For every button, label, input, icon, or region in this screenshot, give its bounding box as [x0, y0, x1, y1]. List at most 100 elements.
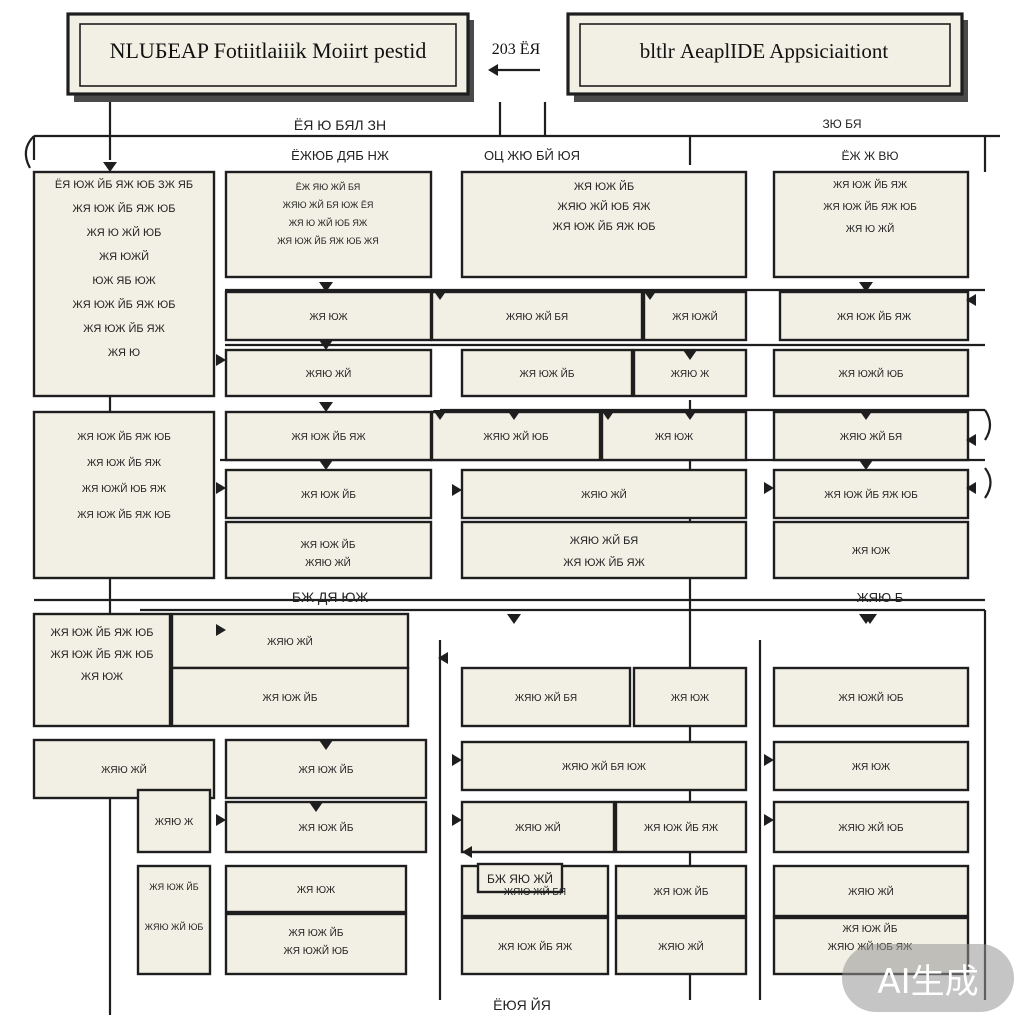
cell-29: [614, 800, 748, 854]
cell-18: [170, 666, 410, 728]
block-B1-line: ЖЯ ЮЖЙ ЮБ ЯЖ: [82, 482, 167, 495]
section-label-col4-top: ЗЮ БЯ: [822, 117, 861, 131]
block-B1-line: ЖЯ ЮЖ ЙБ ЯЖ ЮБ: [77, 508, 171, 521]
cell-4: [778, 290, 970, 342]
cell-13-label: ЖЯ ЮЖ ЙБ: [301, 488, 356, 501]
cell-10-label: ЖЯЮ ЖЙ ЮБ: [483, 430, 549, 443]
cell-18-label: ЖЯ ЮЖ ЙБ: [263, 691, 318, 704]
cell-35: [460, 916, 610, 976]
block-A4-line: ЖЯ Ю ЖЙ: [846, 222, 895, 235]
cell-23-label: ЖЯ ЮЖ ЙБ: [299, 763, 354, 776]
cell-14-label: ЖЯЮ ЖЙ: [581, 488, 627, 501]
cell-13: [224, 468, 433, 520]
block-A1-line: ЖЯ ЮЖ ЙБ ЯЖ ЮБ: [73, 298, 176, 311]
arrow-down-icon: [319, 740, 333, 750]
section-label-mid-right: ЖЯЮ Б: [857, 590, 904, 605]
arrow-down-icon: [433, 290, 447, 300]
cell-30: [772, 800, 970, 854]
block-A4-line: ЖЯ ЮЖ ЙБ ЯЖ: [833, 178, 908, 191]
cell-28-label: ЖЯЮ ЖЙ: [515, 821, 561, 834]
block-A2-line: ЁЖ ЯЮ ЖЙ БЯ: [296, 181, 361, 192]
block-A1-line: ЮЖ ЯБ ЮЖ: [92, 275, 155, 287]
block-A1-line: ЖЯ ЮЖЙ: [99, 250, 149, 263]
cell-21: [772, 666, 970, 728]
cell-15-label: ЖЯ ЮЖ ЙБ ЯЖ ЮБ: [824, 488, 918, 501]
arrow-down-icon: [103, 162, 117, 172]
cell-15: [772, 468, 970, 520]
section-label-col4-sub: ЁЖ Ж ВЮ: [842, 149, 899, 163]
block-C3-line: ЖЯ ЮЖЙ ЮБ: [284, 944, 349, 957]
arrow-down-icon: [601, 410, 615, 420]
arrow-down-icon: [643, 290, 657, 300]
block-A1-line: ЖЯ Ю: [108, 347, 140, 359]
cell-2: [430, 290, 644, 342]
cell-8: [772, 348, 970, 398]
block-B1-line: ЖЯ ЮЖ ЙБ ЯЖ ЮБ: [77, 430, 171, 443]
arrow-down-icon: [507, 410, 521, 420]
corner-hook: [24, 135, 35, 169]
cell-5-label: ЖЯЮ ЖЙ: [306, 367, 352, 380]
cell-20: [632, 666, 748, 728]
callout-box: [476, 862, 564, 894]
cell-33: [614, 864, 748, 918]
header-right-inner-frame: [579, 23, 951, 87]
arrow-left-icon: [438, 652, 448, 664]
arrow-down-icon: [507, 614, 521, 624]
arrow-right-icon: [216, 482, 226, 494]
cell-12-label: ЖЯЮ ЖЙ БЯ: [840, 430, 902, 443]
arrow-right-icon: [452, 814, 462, 826]
cell-19-label: ЖЯЮ ЖЙ БЯ: [515, 691, 577, 704]
arrow-down-icon: [863, 614, 877, 624]
block-B3-line: ЖЯ ЮЖ ЙБ ЯЖ: [563, 556, 645, 569]
cell-9-label: ЖЯ ЮЖ ЙБ ЯЖ: [291, 430, 366, 443]
cell-36: [614, 916, 748, 976]
block-A2-line: ЖЯ ЮЖ ЙБ ЯЖ ЮБ ЖЯ: [277, 235, 379, 246]
cell-16-label: ЖЯ ЮЖ: [852, 546, 891, 557]
arrow-down-icon: [859, 282, 873, 292]
cell-3-label: ЖЯ ЮЖЙ: [672, 310, 718, 323]
corner-hook: [984, 467, 992, 499]
block-A1-line: ЖЯ ЮЖ ЙБ ЯЖ: [83, 322, 165, 335]
connector-arrows: [103, 64, 976, 858]
header-left-box: [66, 12, 470, 96]
block-C2-line: ЖЯ ЮЖ ЙБ: [149, 881, 198, 892]
cell-1-label: ЖЯ ЮЖ: [309, 312, 348, 323]
section-label-mid-left: БЖ ДЯ ЮЖ: [292, 589, 368, 605]
cell-36-label: ЖЯЮ ЖЙ: [658, 940, 704, 953]
cell-31: [224, 864, 408, 914]
block-C3: [224, 912, 408, 976]
section-label-bottom: ЁЮЯ ЙЯ: [493, 996, 551, 1013]
cell-25-label: ЖЯ ЮЖ: [852, 762, 891, 773]
cell-19: [460, 666, 632, 728]
cell-29-label: ЖЯ ЮЖ ЙБ ЯЖ: [644, 821, 719, 834]
cell-33-label: ЖЯ ЮЖ ЙБ: [654, 885, 709, 898]
cell-22-label: ЖЯЮ ЖЙ: [101, 763, 147, 776]
arrow-down-icon: [319, 460, 333, 470]
arrow-left-icon: [488, 64, 498, 76]
block-B1-line: ЖЯ ЮЖ ЙБ ЯЖ: [87, 456, 162, 469]
block-A2: [224, 170, 433, 279]
block-C4-line: ЖЯ ЮЖ ЙБ: [843, 922, 898, 935]
arrow-down-icon: [859, 410, 873, 420]
block-B3-line: ЖЯЮ ЖЙ БЯ: [570, 534, 638, 547]
arrow-right-icon: [764, 482, 774, 494]
cell-11-label: ЖЯ ЮЖ: [655, 432, 694, 443]
cell-8-label: ЖЯ ЮЖЙ ЮБ: [839, 367, 904, 380]
arrow-right-icon: [452, 484, 462, 496]
cell-11: [600, 410, 748, 462]
cell-20-label: ЖЯ ЮЖ: [671, 693, 710, 704]
cell-2-label: ЖЯЮ ЖЙ БЯ: [506, 310, 568, 323]
header-left-inner-frame: [79, 23, 457, 87]
cell-35-label: ЖЯ ЮЖ ЙБ ЯЖ: [498, 940, 573, 953]
arrow-right-icon: [216, 624, 226, 636]
watermark-badge: AI生成: [842, 944, 1014, 1012]
header-right-title: bltlr ΑeaplIDE Appsiciaitiont: [640, 39, 889, 63]
block-A3-line: ЖЯ ЮЖ ЙБ: [574, 180, 634, 193]
cell-27-label: ЖЯ ЮЖ ЙБ: [299, 821, 354, 834]
block-C1-line: ЖЯ ЮЖ ЙБ ЯЖ ЮБ: [51, 626, 154, 639]
callout-label: БЖ ЯЮ ЖЙ: [487, 871, 553, 886]
arrow-down-icon: [319, 282, 333, 292]
cell-16: [772, 520, 970, 580]
block-C3-line: ЖЯ ЮЖ ЙБ: [289, 926, 344, 939]
